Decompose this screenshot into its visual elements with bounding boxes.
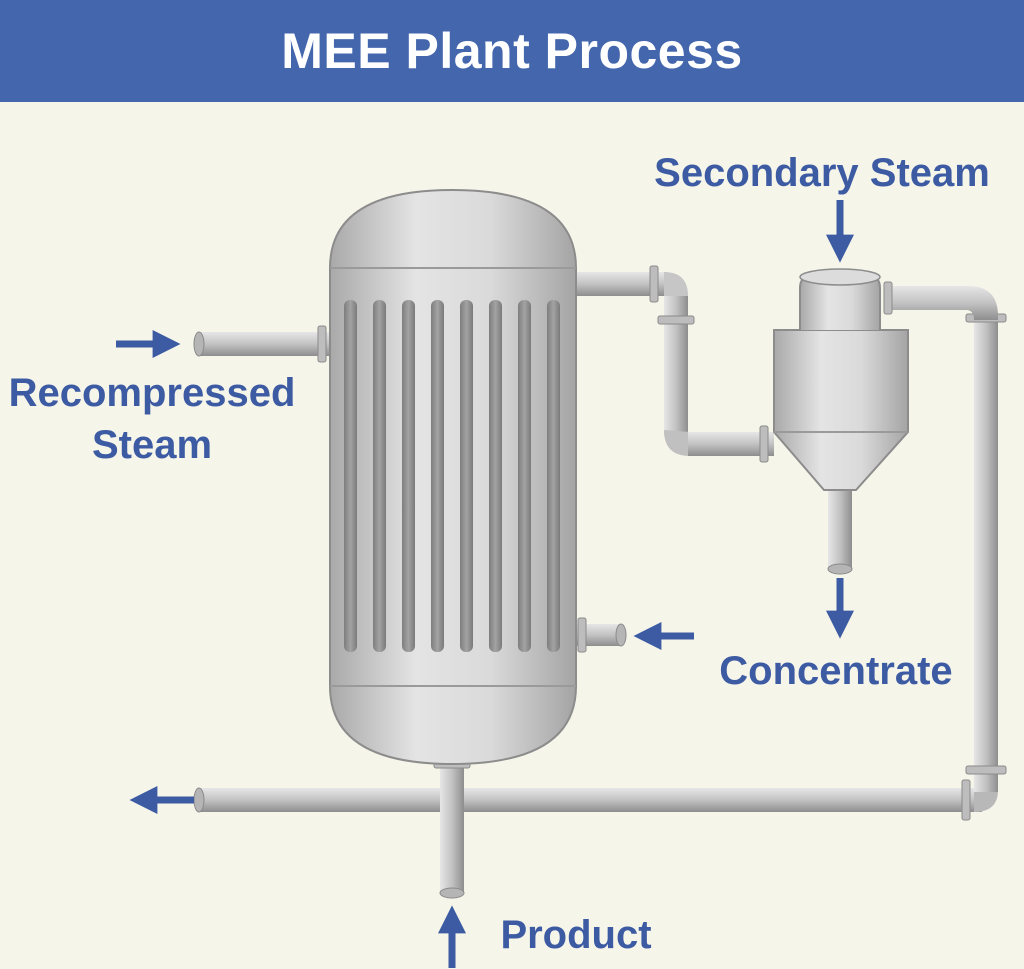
cyclone-separator	[773, 268, 909, 575]
steam-inlet-pipe	[193, 325, 330, 363]
page-title: MEE Plant Process	[281, 23, 743, 79]
label-recompressed-steam-line1: Recompressed	[9, 371, 296, 415]
product-pipe	[433, 759, 471, 899]
vapor-pipe	[576, 265, 774, 463]
label-recompressed-steam-line2: Steam	[92, 423, 212, 467]
bottom-return-pipe	[193, 779, 982, 821]
label-secondary-steam: Secondary Steam	[654, 151, 990, 195]
heat-exchanger-tubes	[344, 300, 560, 652]
label-concentrate: Concentrate	[719, 649, 952, 693]
evaporator-vessel	[329, 188, 577, 766]
right-return-pipe	[883, 281, 1007, 812]
label-product: Product	[500, 913, 651, 957]
feed-inlet-pipe	[576, 617, 627, 653]
title-bar: MEE Plant Process	[0, 0, 1024, 102]
